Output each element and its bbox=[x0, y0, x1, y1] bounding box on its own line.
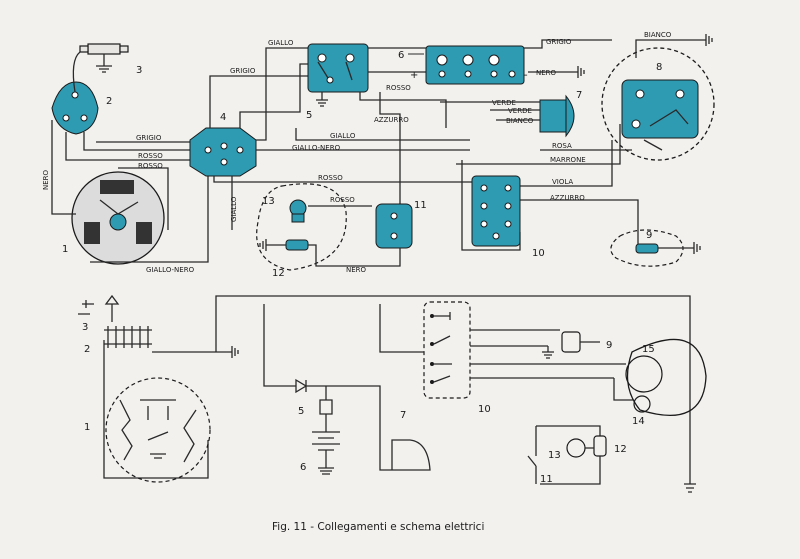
regulator-icon bbox=[307, 43, 369, 93]
wire-label-verde-1: VERDE bbox=[492, 99, 516, 107]
schematic-label-7: 7 bbox=[400, 410, 406, 421]
schematic-battery-icon bbox=[312, 424, 340, 475]
wire-label-azzurro-2: AZZURRO bbox=[550, 194, 585, 202]
wire-label-rosso-4: ROSSO bbox=[386, 84, 411, 92]
light-switch-icon bbox=[471, 175, 521, 247]
wire-label-grigio-1: GRIGIO bbox=[136, 134, 162, 142]
magneto-icon bbox=[71, 171, 165, 265]
wire-label-giallo-nero-2: GIALLO-NERO bbox=[292, 144, 341, 152]
label-13: 13 bbox=[262, 196, 275, 207]
spark-plug-icon bbox=[79, 43, 129, 73]
wire-label-rosso-2: ROSSO bbox=[138, 162, 163, 170]
label-11: 11 bbox=[414, 200, 427, 211]
wire-label-giallo-2: GIALLO bbox=[230, 196, 238, 222]
wiring-layout: 3 2 1 NERO GRIGIO ROSSO ROSSO bbox=[42, 31, 715, 279]
wire-label-grigio-2: GRIGIO bbox=[230, 67, 256, 75]
wire-label-verde-2: VERDE bbox=[508, 107, 532, 115]
wire-label-giallo-1: GIALLO bbox=[268, 39, 294, 47]
rear-lamp-icon bbox=[635, 243, 659, 254]
tail-lamp-icon bbox=[289, 199, 307, 223]
wire-label-nero-3: NERO bbox=[346, 266, 367, 274]
label-5: 5 bbox=[306, 110, 312, 121]
schematic-label-11: 11 bbox=[540, 474, 553, 485]
schematic-tail-lamp-icon bbox=[566, 438, 586, 458]
figure-caption: Fig. 11 - Collegamenti e schema elettric… bbox=[272, 521, 484, 533]
horn-button-icon bbox=[375, 203, 413, 249]
wire-label-marrone: MARRONE bbox=[550, 156, 586, 164]
label-10: 10 bbox=[532, 248, 545, 259]
wire-label-azzurro-1: AZZURRO bbox=[374, 116, 409, 124]
battery-icon bbox=[425, 45, 525, 85]
schematic-headlamp-icon bbox=[600, 338, 707, 417]
wire-label-nero-1: NERO bbox=[42, 169, 50, 190]
wire-label-rosso-5: ROSSO bbox=[330, 196, 355, 204]
wire-label-giallo-nero-1: GIALLO-NERO bbox=[146, 266, 195, 274]
label-1: 1 bbox=[62, 244, 68, 255]
battery-plus-sign: + bbox=[410, 70, 418, 81]
schematic-label-2: 2 bbox=[84, 344, 90, 355]
schematic-label-14: 14 bbox=[632, 416, 645, 427]
horn-icon bbox=[539, 94, 575, 138]
schematic-label-12: 12 bbox=[614, 444, 627, 455]
label-12: 12 bbox=[272, 268, 285, 279]
label-4: 4 bbox=[220, 112, 226, 123]
schematic-magneto-outline bbox=[105, 377, 211, 483]
label-8: 8 bbox=[656, 62, 662, 73]
schematic-coil-icon bbox=[104, 326, 152, 348]
label-3: 3 bbox=[136, 65, 142, 76]
label-7: 7 bbox=[576, 90, 582, 101]
wire-label-viola: VIOLA bbox=[552, 178, 573, 186]
schematic-switch-icon bbox=[423, 301, 471, 399]
label-9: 9 bbox=[646, 230, 652, 241]
schematic-label-15: 15 bbox=[642, 344, 655, 355]
schematic-label-6: 6 bbox=[300, 462, 306, 473]
wire-label-rosso-1: ROSSO bbox=[138, 152, 163, 160]
wire-label-giallo-3: GIALLO bbox=[330, 132, 356, 140]
junction-box-icon bbox=[189, 127, 257, 177]
wire-label-nero-2: NERO bbox=[536, 69, 557, 77]
schematic-label-3: 3 bbox=[82, 322, 88, 333]
schematic-label-9: 9 bbox=[606, 340, 612, 351]
stop-switch-icon bbox=[285, 239, 309, 251]
wire-label-rosso-3: ROSSO bbox=[318, 174, 343, 182]
schematic: 3 2 1 5 6 7 bbox=[78, 294, 707, 493]
wire-label-grigio-3: GRIGIO bbox=[546, 38, 572, 46]
schematic-magneto-icon bbox=[119, 399, 197, 463]
label-6: 6 bbox=[398, 50, 404, 61]
schematic-stop-switch-icon bbox=[593, 435, 607, 457]
wire-label-bianco-1: BIANCO bbox=[506, 117, 534, 125]
schematic-horn-icon bbox=[379, 439, 431, 471]
headlamp-unit-icon bbox=[601, 47, 715, 161]
schematic-label-13: 13 bbox=[548, 450, 561, 461]
schematic-label-10: 10 bbox=[478, 404, 491, 415]
wire-label-rosa: ROSA bbox=[552, 142, 572, 150]
schematic-rear-lamp-icon bbox=[561, 331, 581, 353]
schematic-label-5: 5 bbox=[298, 406, 304, 417]
wire-label-bianco-2: BIANCO bbox=[644, 31, 672, 39]
label-2: 2 bbox=[106, 96, 112, 107]
schematic-label-1: 1 bbox=[84, 422, 90, 433]
battery-minus-sign: - bbox=[524, 70, 528, 81]
